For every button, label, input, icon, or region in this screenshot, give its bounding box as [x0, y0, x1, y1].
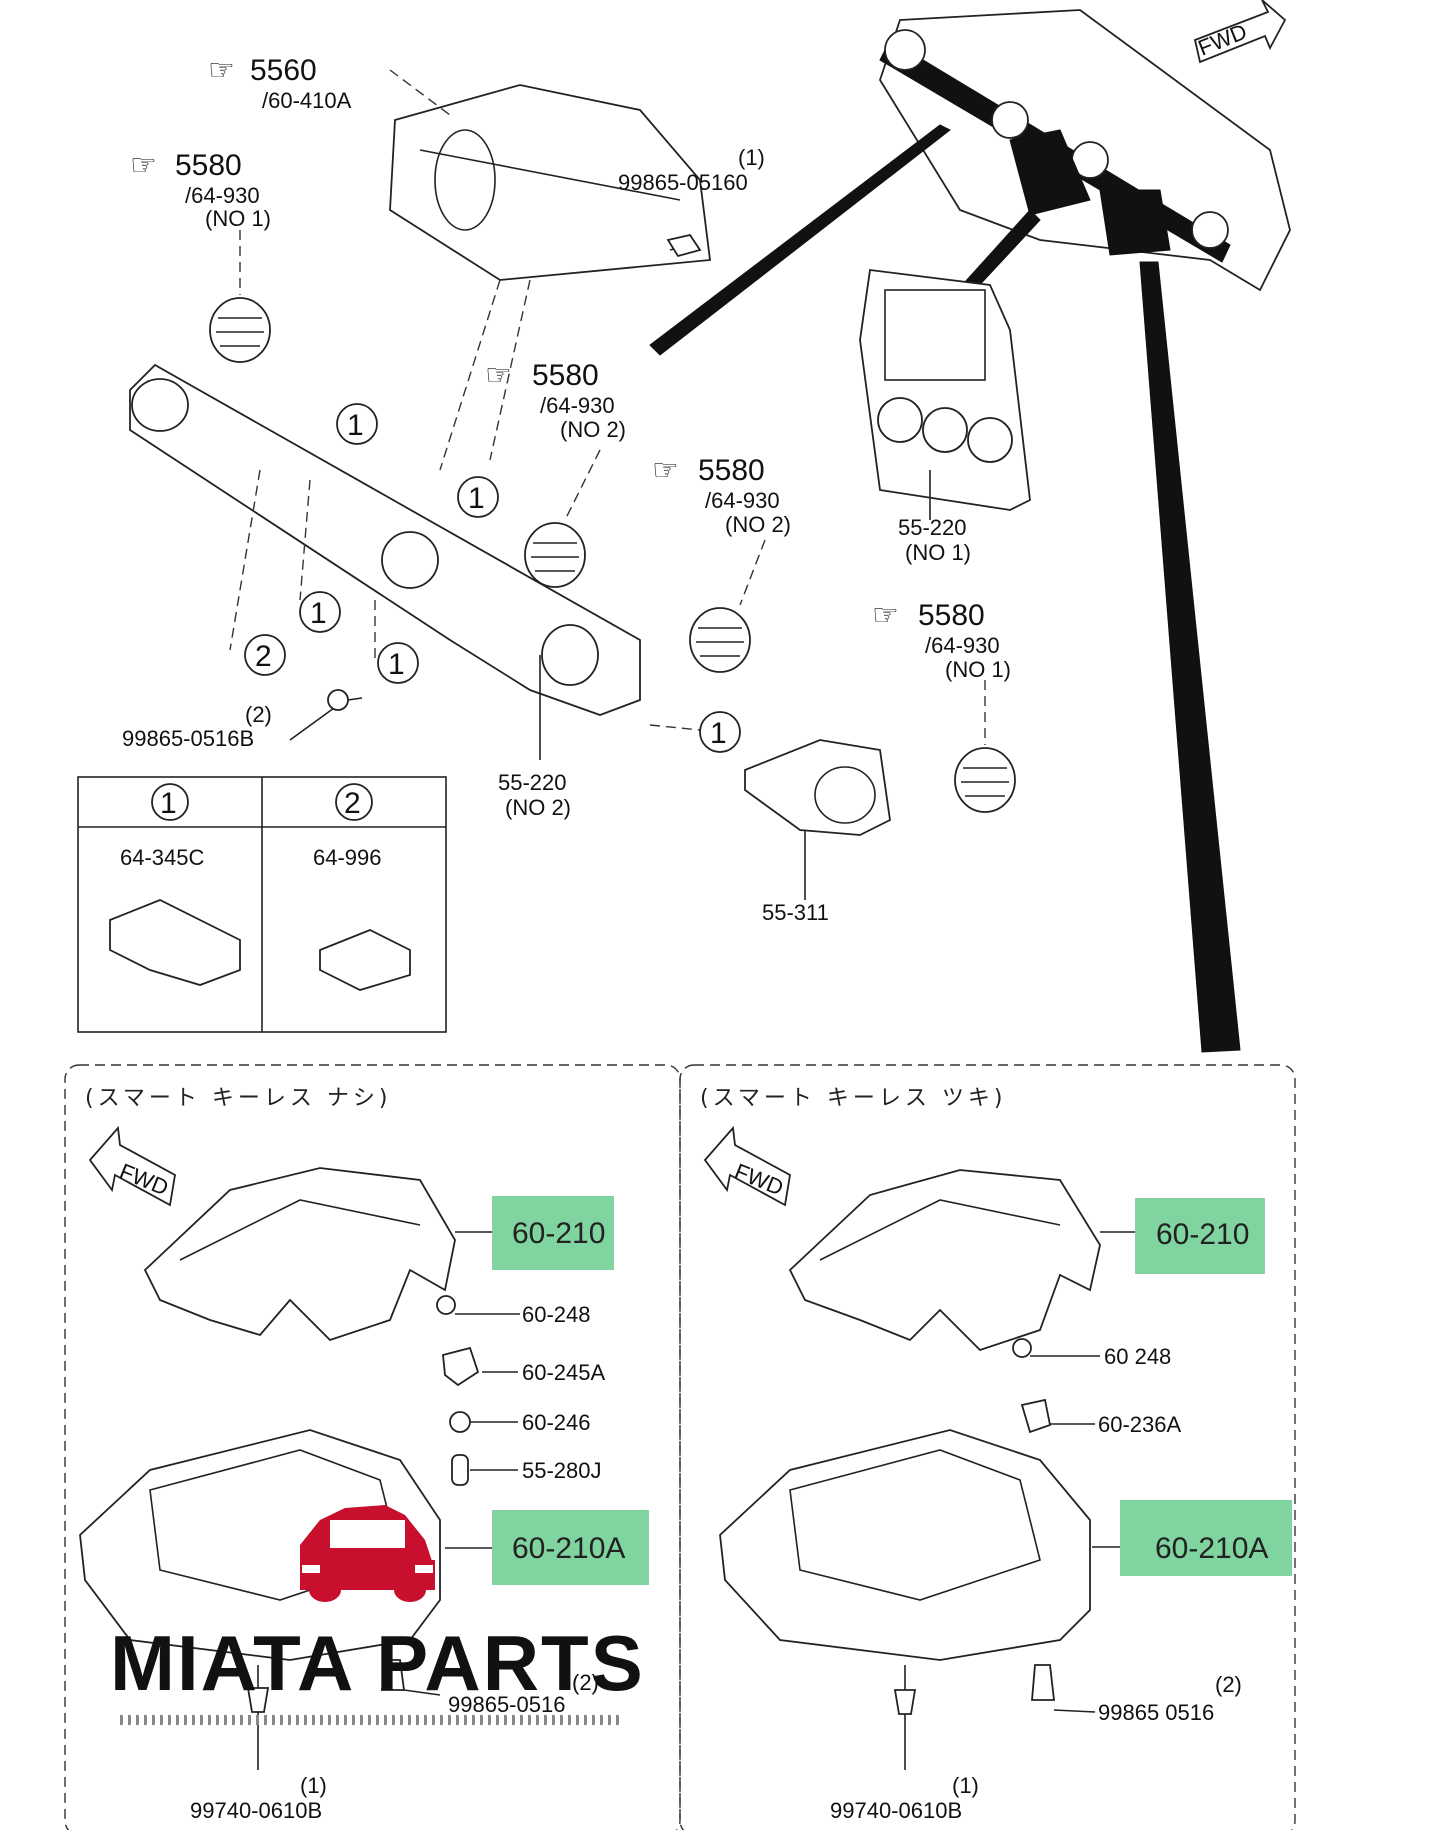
svg-text:(1): (1): [952, 1773, 979, 1798]
svg-text:☞: ☞: [208, 54, 235, 87]
highlight-lower-right: [1120, 1500, 1292, 1576]
circle-markers: 1 1 1 2 1 1: [244, 403, 741, 753]
svg-text:(1): (1): [300, 1773, 327, 1798]
svg-text:(NO 1): (NO 1): [905, 540, 971, 565]
screws-right: [893, 1664, 1096, 1770]
lower-column-cover-left: [79, 1429, 441, 1661]
screws-left: [246, 1659, 441, 1770]
svg-text:/64-930: /64-930: [540, 393, 615, 418]
top-callouts: ☞ 5560 /60-410A ☞ 5580 /64-930 (NO 1) ☞ …: [122, 54, 1011, 925]
fwd-arrow-left: FWD: [88, 1125, 176, 1207]
upper-column-cover-right: [788, 1169, 1101, 1352]
svg-text:(NO 1): (NO 1): [945, 657, 1011, 682]
fwd-arrow-right: FWD: [703, 1125, 791, 1207]
svg-text:(2): (2): [572, 1670, 599, 1695]
svg-text:(NO 1): (NO 1): [205, 206, 271, 231]
svg-text:(1): (1): [738, 145, 765, 170]
screw-99865-0516B: 99865-0516B: [122, 726, 254, 751]
label-60-236A: 60-236A: [1098, 1412, 1182, 1437]
panel-left-title: (スマート キーレス ナシ): [85, 1086, 392, 1111]
svg-text:2: 2: [255, 640, 272, 673]
callout-5580-no1-b: 5580: [918, 599, 985, 632]
vent-panel-no2: [129, 363, 641, 716]
center-panel-no1: [859, 268, 1031, 511]
legend-part-64-345C: 64-345C: [120, 845, 205, 870]
label-60-210A-left: 60-210A: [512, 1532, 625, 1565]
small-clips-right: [1012, 1338, 1052, 1434]
upper-dash-panel: [389, 84, 712, 471]
svg-text:1: 1: [347, 409, 364, 442]
label-99865-0516-left: 99865-0516: [448, 1692, 565, 1717]
dashboard-overview: [649, 9, 1291, 1053]
panel-right-frame: [679, 1064, 1296, 1830]
legend-part-64-996: 64-996: [313, 845, 382, 870]
lower-column-cover-right: [719, 1429, 1091, 1661]
upper-column-cover-left: [143, 1167, 456, 1342]
cover-55-311: [744, 739, 891, 900]
cover-55-311-label: 55-311: [762, 900, 829, 925]
svg-text:1: 1: [310, 597, 327, 630]
label-60-248-right: 60 248: [1104, 1344, 1171, 1369]
svg-text:(NO 2): (NO 2): [725, 512, 791, 537]
label-55-280J: 55-280J: [522, 1458, 602, 1483]
label-60-248-left: 60-248: [522, 1302, 591, 1327]
callout-5560: 5560: [250, 54, 317, 87]
svg-text:/64-930: /64-930: [705, 488, 780, 513]
svg-text:(NO 2): (NO 2): [505, 795, 571, 820]
label-60-210-right: 60-210: [1156, 1218, 1249, 1251]
screw-99865-05160: 99865-05160: [618, 170, 748, 195]
svg-text:☞: ☞: [652, 454, 679, 487]
fastener-legend: 1 2 64-345C 64-996: [77, 776, 447, 1033]
panel-55-220-no2: 55-220: [498, 770, 567, 795]
air-vent-no2-a: [524, 522, 586, 588]
svg-text:/64-930: /64-930: [925, 633, 1000, 658]
svg-text:2: 2: [344, 787, 361, 820]
small-clips-left: [436, 1295, 480, 1486]
callout-5580-no2-b: 5580: [698, 454, 765, 487]
label-60-210-left: 60-210: [512, 1217, 605, 1250]
svg-text:FWD: FWD: [1195, 19, 1251, 61]
panel-left: (スマート キーレス ナシ) FWD 60-210 60-248 60-245A…: [79, 1086, 649, 1823]
svg-text:1: 1: [710, 717, 727, 750]
watermark-text: MIATA PARTS: [110, 1619, 645, 1707]
label-60-246: 60-246: [522, 1410, 591, 1435]
svg-text:☞: ☞: [130, 149, 157, 182]
label-60-245A: 60-245A: [522, 1360, 606, 1385]
air-vent-no1-top: [209, 297, 271, 363]
callout-5580-no1: 5580: [175, 149, 242, 182]
svg-text:/64-930: /64-930: [185, 183, 260, 208]
panel-55-220-no1: 55-220: [898, 515, 967, 540]
svg-text:1: 1: [468, 482, 485, 515]
air-vent-no2-b: [689, 607, 751, 673]
panel-right-title: (スマート キーレス ツキ): [700, 1086, 1007, 1111]
label-99740-0610B-right: 99740-0610B: [830, 1798, 962, 1823]
svg-text:1: 1: [160, 787, 177, 820]
highlight-upper-left: [492, 1196, 614, 1270]
svg-text:☞: ☞: [485, 359, 512, 392]
svg-text:(2): (2): [1215, 1672, 1242, 1697]
panel-right: (スマート キーレス ツキ) FWD 60-210 60 248 60-236A…: [700, 1086, 1292, 1823]
highlight-upper-right: [1135, 1198, 1265, 1274]
svg-text:☞: ☞: [872, 599, 899, 632]
svg-text:/60-410A: /60-410A: [262, 88, 352, 113]
watermark-logo: MIATA PARTS: [110, 1505, 645, 1725]
svg-text:1: 1: [388, 648, 405, 681]
svg-text:(2): (2): [245, 702, 272, 727]
callout-5580-no2-a: 5580: [532, 359, 599, 392]
screw-top: [666, 233, 702, 258]
air-vent-no1-bottom: [954, 747, 1016, 813]
screw-left: [327, 689, 363, 711]
highlight-lower-left: [492, 1510, 649, 1585]
label-99865-0516-right: 99865 0516: [1098, 1700, 1214, 1725]
label-60-210A-right: 60-210A: [1155, 1532, 1268, 1565]
fwd-arrow-top: FWD: [1193, 0, 1287, 64]
svg-text:(NO 2): (NO 2): [560, 417, 626, 442]
label-99740-0610B-left: 99740-0610B: [190, 1798, 322, 1823]
